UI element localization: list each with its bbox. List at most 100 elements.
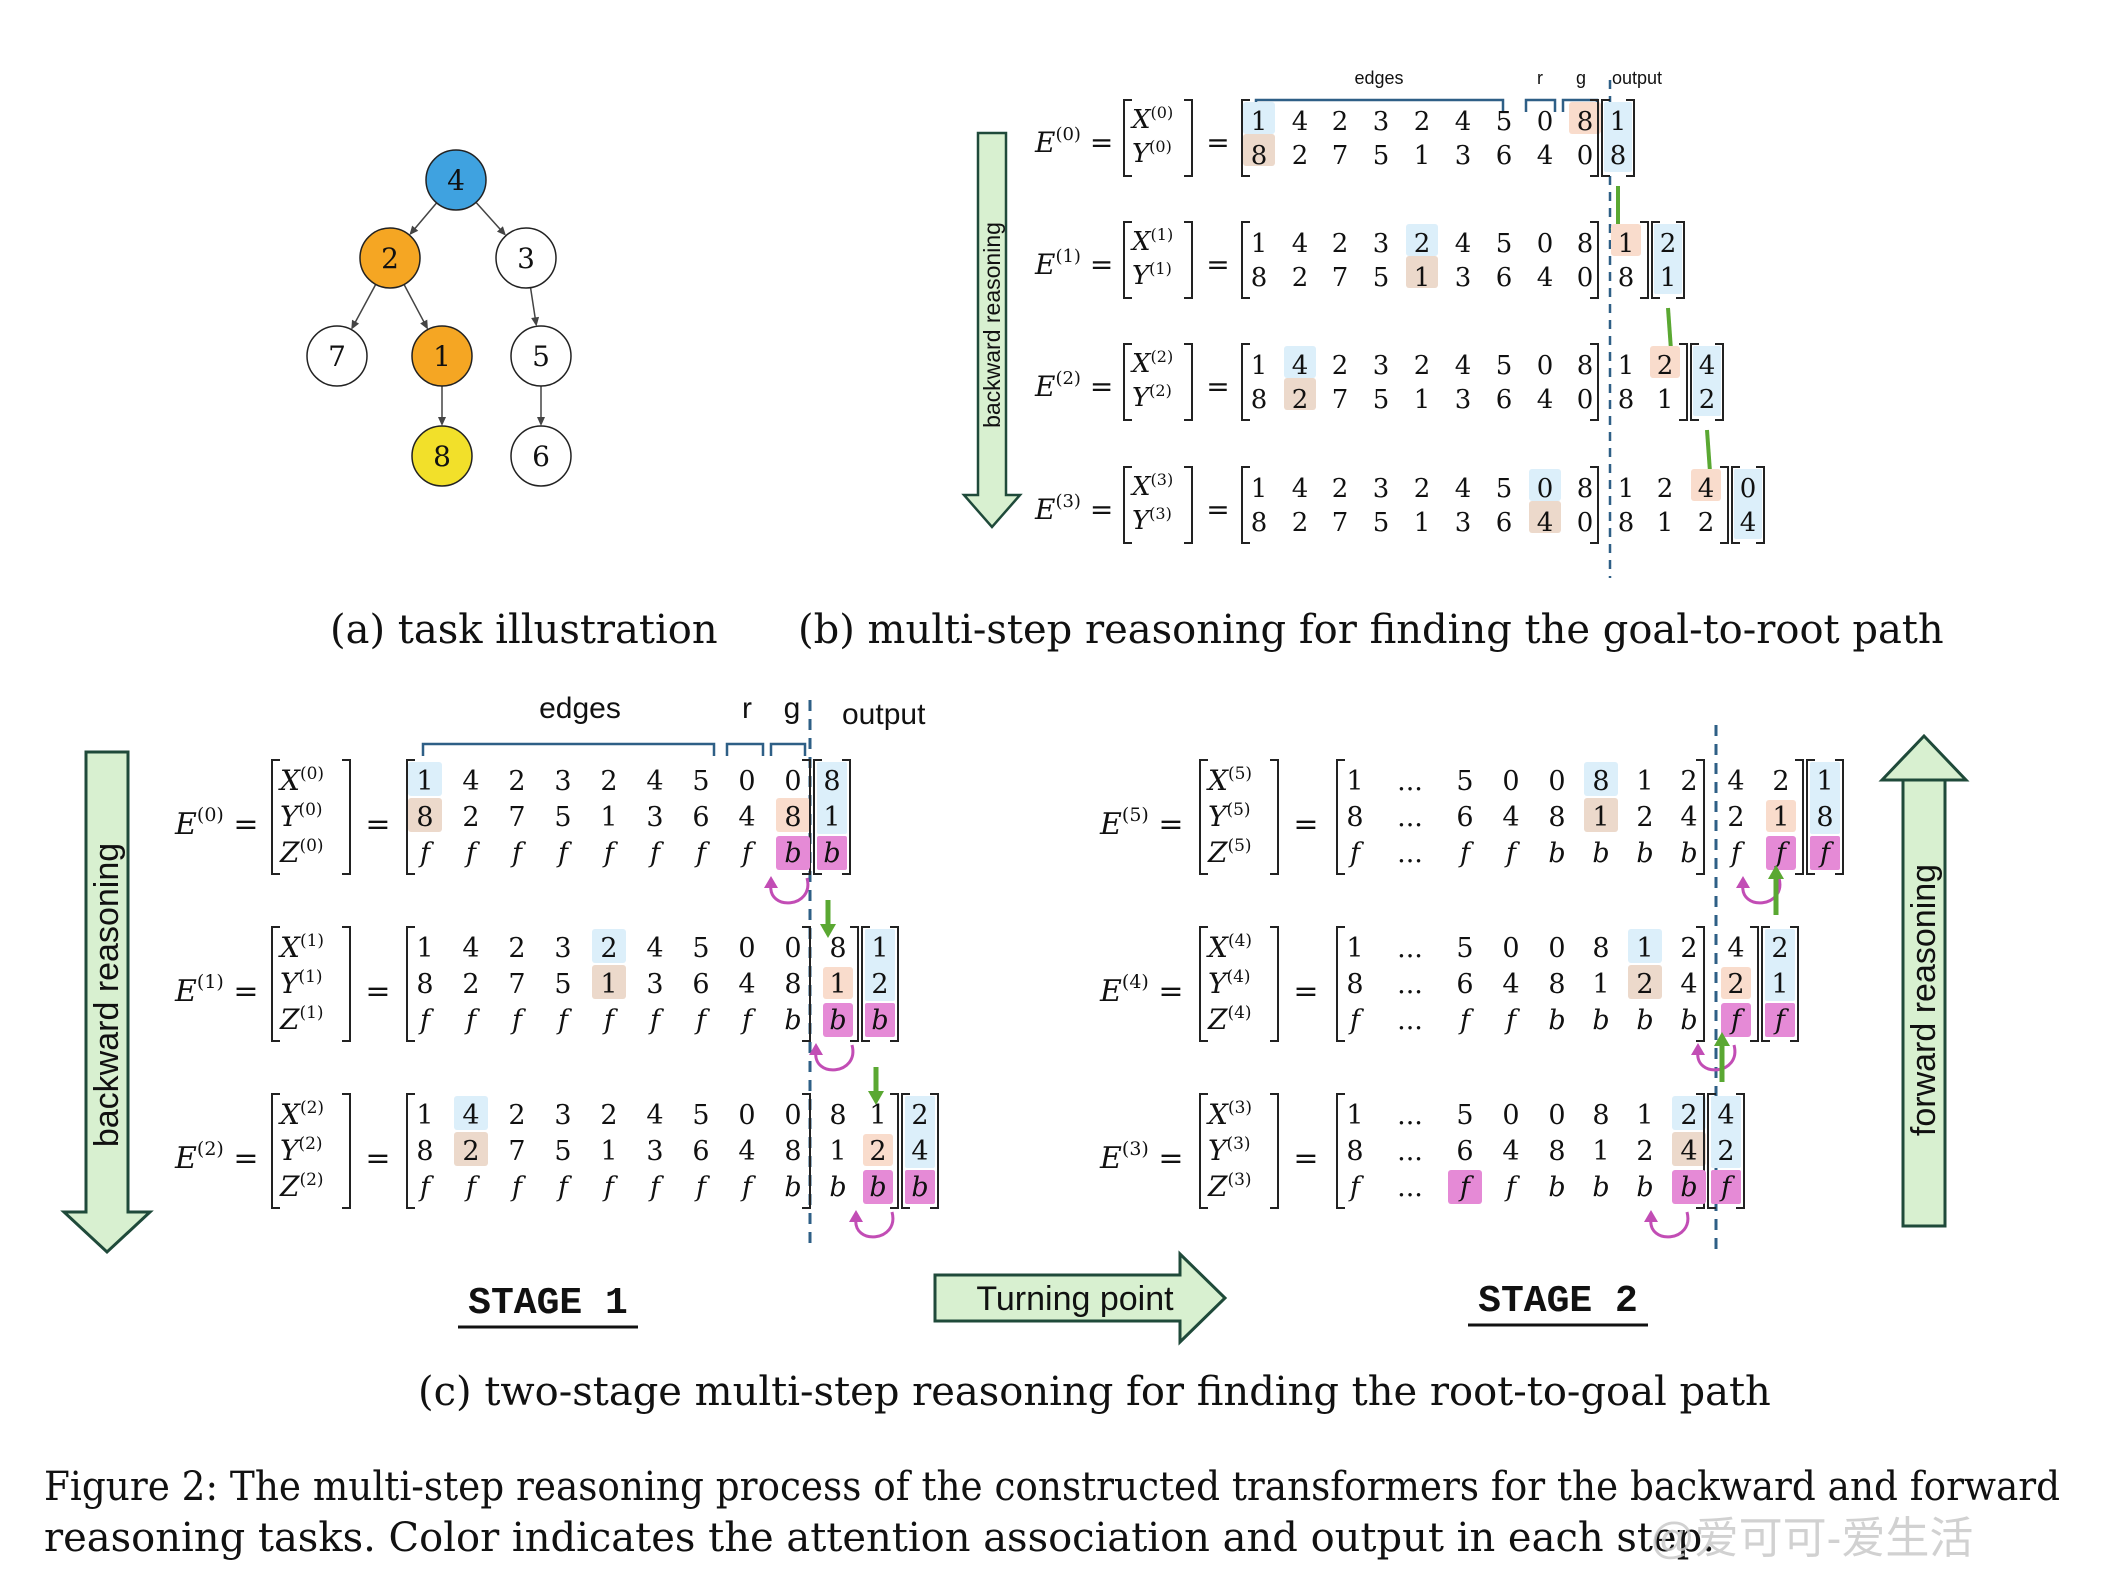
matrix-bottom-value: 7 bbox=[1332, 141, 1349, 171]
tree-node-circle bbox=[495, 227, 557, 289]
matrix-bottom-value: 5 bbox=[1373, 385, 1390, 415]
self-loop-arc bbox=[814, 1044, 855, 1072]
matrix-top-value: 2 bbox=[1414, 229, 1431, 259]
tree-node-label: 7 bbox=[328, 340, 346, 373]
tree-node-label: 1 bbox=[433, 340, 451, 373]
output-vector-top: 1 bbox=[1610, 107, 1627, 137]
matrix-top-value: 4 bbox=[1292, 474, 1309, 504]
matrix-top-value: 1 bbox=[1251, 107, 1268, 137]
matrix-cell-highlight bbox=[454, 1096, 488, 1130]
left-bracket bbox=[1241, 466, 1250, 544]
matrix-top-value: 0 bbox=[738, 1100, 755, 1131]
output-vector-bracket bbox=[1690, 343, 1724, 421]
matrix-bottom-value: f bbox=[418, 838, 434, 869]
matrix-cell-highlight bbox=[454, 1132, 488, 1166]
output-mid-value: 1 bbox=[829, 1136, 846, 1167]
tree-edge-head bbox=[537, 417, 545, 426]
tree-node-circle bbox=[411, 425, 473, 487]
tree-edge-line bbox=[412, 202, 438, 232]
output-close-bracket bbox=[1720, 466, 1729, 544]
xyz-bracket bbox=[271, 926, 351, 1042]
output-vector-mid: 2 bbox=[1717, 1136, 1734, 1167]
matrix-bottom-value: f bbox=[464, 1005, 480, 1036]
backward-reasoning-arrow: backward reasoning bbox=[961, 131, 1023, 529]
right-bracket bbox=[1835, 759, 1844, 875]
matrix-mid-value: 1 bbox=[600, 1136, 617, 1167]
x-label: X(4) bbox=[1206, 931, 1252, 964]
tree-edge-head bbox=[351, 319, 360, 330]
y-label: Y(2) bbox=[1132, 381, 1172, 413]
lhs-symbol: E(3) = bbox=[1099, 1138, 1184, 1176]
edge-matrix-bracket bbox=[1241, 466, 1599, 544]
output-label: output bbox=[1612, 68, 1662, 88]
matrix-bottom-value: 3 bbox=[1455, 385, 1472, 415]
output-close-bracket bbox=[1640, 221, 1649, 299]
right-bracket bbox=[890, 926, 899, 1042]
f-cell-highlight bbox=[1448, 1170, 1482, 1204]
matrix-bottom-value: f bbox=[510, 1005, 526, 1036]
x-label: X(3) bbox=[1130, 470, 1173, 502]
right-bracket bbox=[1676, 221, 1685, 299]
matrix-mid-value: 2 bbox=[462, 969, 479, 1000]
g-label: g bbox=[784, 692, 801, 725]
matrix-cell-highlight bbox=[1569, 102, 1601, 134]
stage-2-label: STAGE 2 bbox=[1478, 1280, 1638, 1323]
matrix-bottom-value: f bbox=[694, 1005, 710, 1036]
z-label: Z(0) bbox=[279, 836, 324, 869]
right-bracket bbox=[1590, 343, 1599, 421]
step-arrow bbox=[1714, 1032, 1730, 1082]
matrix-mid-value: 2 bbox=[1636, 1136, 1653, 1167]
matrix-cell-highlight bbox=[1628, 929, 1662, 963]
output-bottom-value: f bbox=[1729, 838, 1745, 869]
matrix-top-value: 4 bbox=[1455, 229, 1472, 259]
matrix-mid-value: 4 bbox=[1680, 969, 1697, 1000]
matrix-bottom-value: f bbox=[464, 838, 480, 869]
matrix-top-value: 0 bbox=[1537, 229, 1554, 259]
output-top-value: 1 bbox=[869, 1100, 886, 1131]
matrix-top-value: 1 bbox=[1251, 474, 1268, 504]
arrow-head bbox=[1768, 865, 1784, 879]
matrix-bottom-value: 3 bbox=[1455, 508, 1472, 538]
matrix-bottom-value: b bbox=[1592, 1005, 1609, 1036]
output-bottom-value: b bbox=[869, 1172, 886, 1203]
matrix-mid-value: 2 bbox=[462, 1136, 479, 1167]
matrix-mid-value: 1 bbox=[600, 969, 617, 1000]
lhs-symbol: E(1) = bbox=[174, 971, 259, 1009]
matrix-mid-value: 8 bbox=[1346, 802, 1363, 833]
matrix-cell-highlight bbox=[1584, 762, 1618, 796]
matrix-top-value: 1 bbox=[416, 766, 433, 797]
edge-matrix-bracket bbox=[1336, 1093, 1705, 1209]
matrix-bottom-value: f bbox=[648, 838, 664, 869]
matrix-top-value: 2 bbox=[508, 766, 525, 797]
matrix-top-value: 4 bbox=[1292, 229, 1309, 259]
equals-sign: = bbox=[365, 807, 390, 842]
matrix-top-value: 0 bbox=[1537, 474, 1554, 504]
matrix-bottom-value: f bbox=[510, 1172, 526, 1203]
output-mid-value: 2 bbox=[869, 1136, 886, 1167]
matrix-mid-value: 8 bbox=[416, 969, 433, 1000]
output-vector-highlight bbox=[1654, 224, 1682, 294]
output-top-value: 2 bbox=[1657, 351, 1674, 381]
self-loop-arc bbox=[854, 1211, 895, 1239]
matrix-bottom-value: 4 bbox=[1537, 263, 1554, 293]
x-label: X(0) bbox=[278, 764, 324, 797]
right-bracket bbox=[842, 759, 851, 875]
tree-edge bbox=[351, 284, 377, 330]
matrix-bottom-value: 0 bbox=[1577, 385, 1594, 415]
matrix-top-value: 2 bbox=[1680, 933, 1697, 964]
matrix-top-value: 5 bbox=[692, 1100, 709, 1131]
y-label: Y(0) bbox=[280, 800, 323, 833]
output-cell-highlight bbox=[1721, 967, 1751, 999]
output-vector-bottom: b bbox=[911, 1172, 928, 1203]
tree-node: 6 bbox=[510, 425, 572, 487]
z-label: Z(3) bbox=[1207, 1170, 1252, 1203]
output-cell-highlight bbox=[823, 967, 853, 999]
g-label: g bbox=[1576, 68, 1586, 88]
matrix-bottom-value: b bbox=[1548, 838, 1565, 869]
xyz-bracket bbox=[1199, 926, 1279, 1042]
output-bottom-value: b bbox=[829, 1172, 846, 1203]
attention-self-loop bbox=[1644, 1210, 1690, 1239]
tree-node-label: 8 bbox=[433, 440, 451, 473]
matrix-cell-highlight bbox=[1584, 798, 1618, 832]
